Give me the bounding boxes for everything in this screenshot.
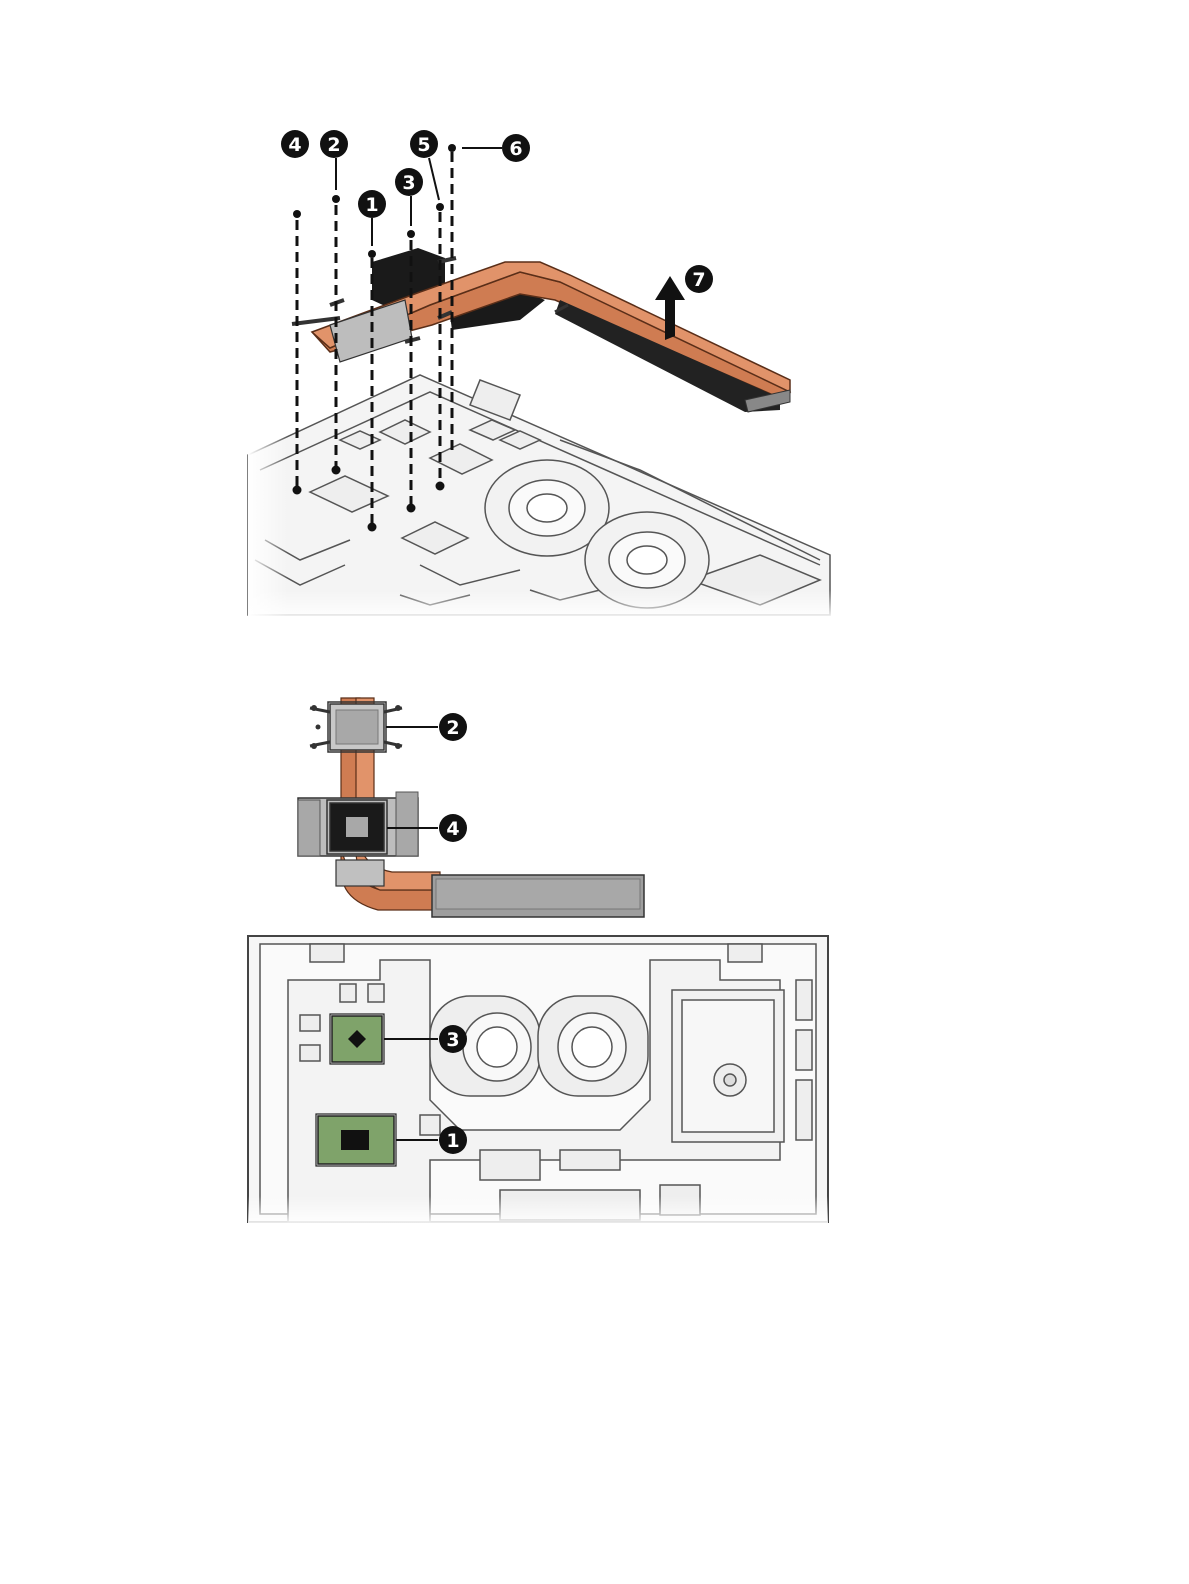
callout-label: 2 — [327, 134, 340, 156]
callout-label: 4 — [446, 818, 459, 840]
callout-6-top: 6 — [502, 134, 530, 162]
callout-label: 3 — [446, 1029, 459, 1051]
callout-label: 5 — [417, 134, 430, 156]
bottom-figure: 2 4 3 1 — [248, 698, 828, 1226]
callout-label: 3 — [402, 172, 415, 194]
callout-label: 6 — [509, 138, 522, 160]
gpu-chip-board — [330, 1014, 384, 1064]
callout-label: 1 — [365, 194, 378, 216]
heat-sink-assembly — [292, 248, 790, 412]
callout-3-bottom: 3 — [439, 1025, 467, 1053]
heat-sink-flat — [298, 698, 644, 917]
callout-label: 7 — [692, 269, 705, 291]
callout-label: 2 — [446, 717, 459, 739]
callout-label: 4 — [288, 134, 301, 156]
top-figure: 4 2 1 3 5 6 7 — [248, 130, 838, 620]
chassis-top-view — [248, 936, 828, 1222]
callout-3-top: 3 — [395, 168, 423, 196]
callout-7-top: 7 — [685, 265, 713, 293]
callout-5-top: 5 — [410, 130, 438, 158]
chassis-base — [248, 375, 830, 615]
callout-2-bottom: 2 — [439, 713, 467, 741]
callout-4-bottom: 4 — [439, 814, 467, 842]
callout-label: 1 — [446, 1130, 459, 1152]
callout-4-top: 4 — [281, 130, 309, 158]
callout-2-top: 2 — [320, 130, 348, 158]
callout-1-bottom: 1 — [439, 1126, 467, 1154]
callout-1-top: 1 — [358, 190, 386, 218]
fan-right-top — [538, 996, 648, 1096]
cpu-chip-board — [316, 1114, 396, 1166]
hard-drive — [672, 990, 784, 1142]
